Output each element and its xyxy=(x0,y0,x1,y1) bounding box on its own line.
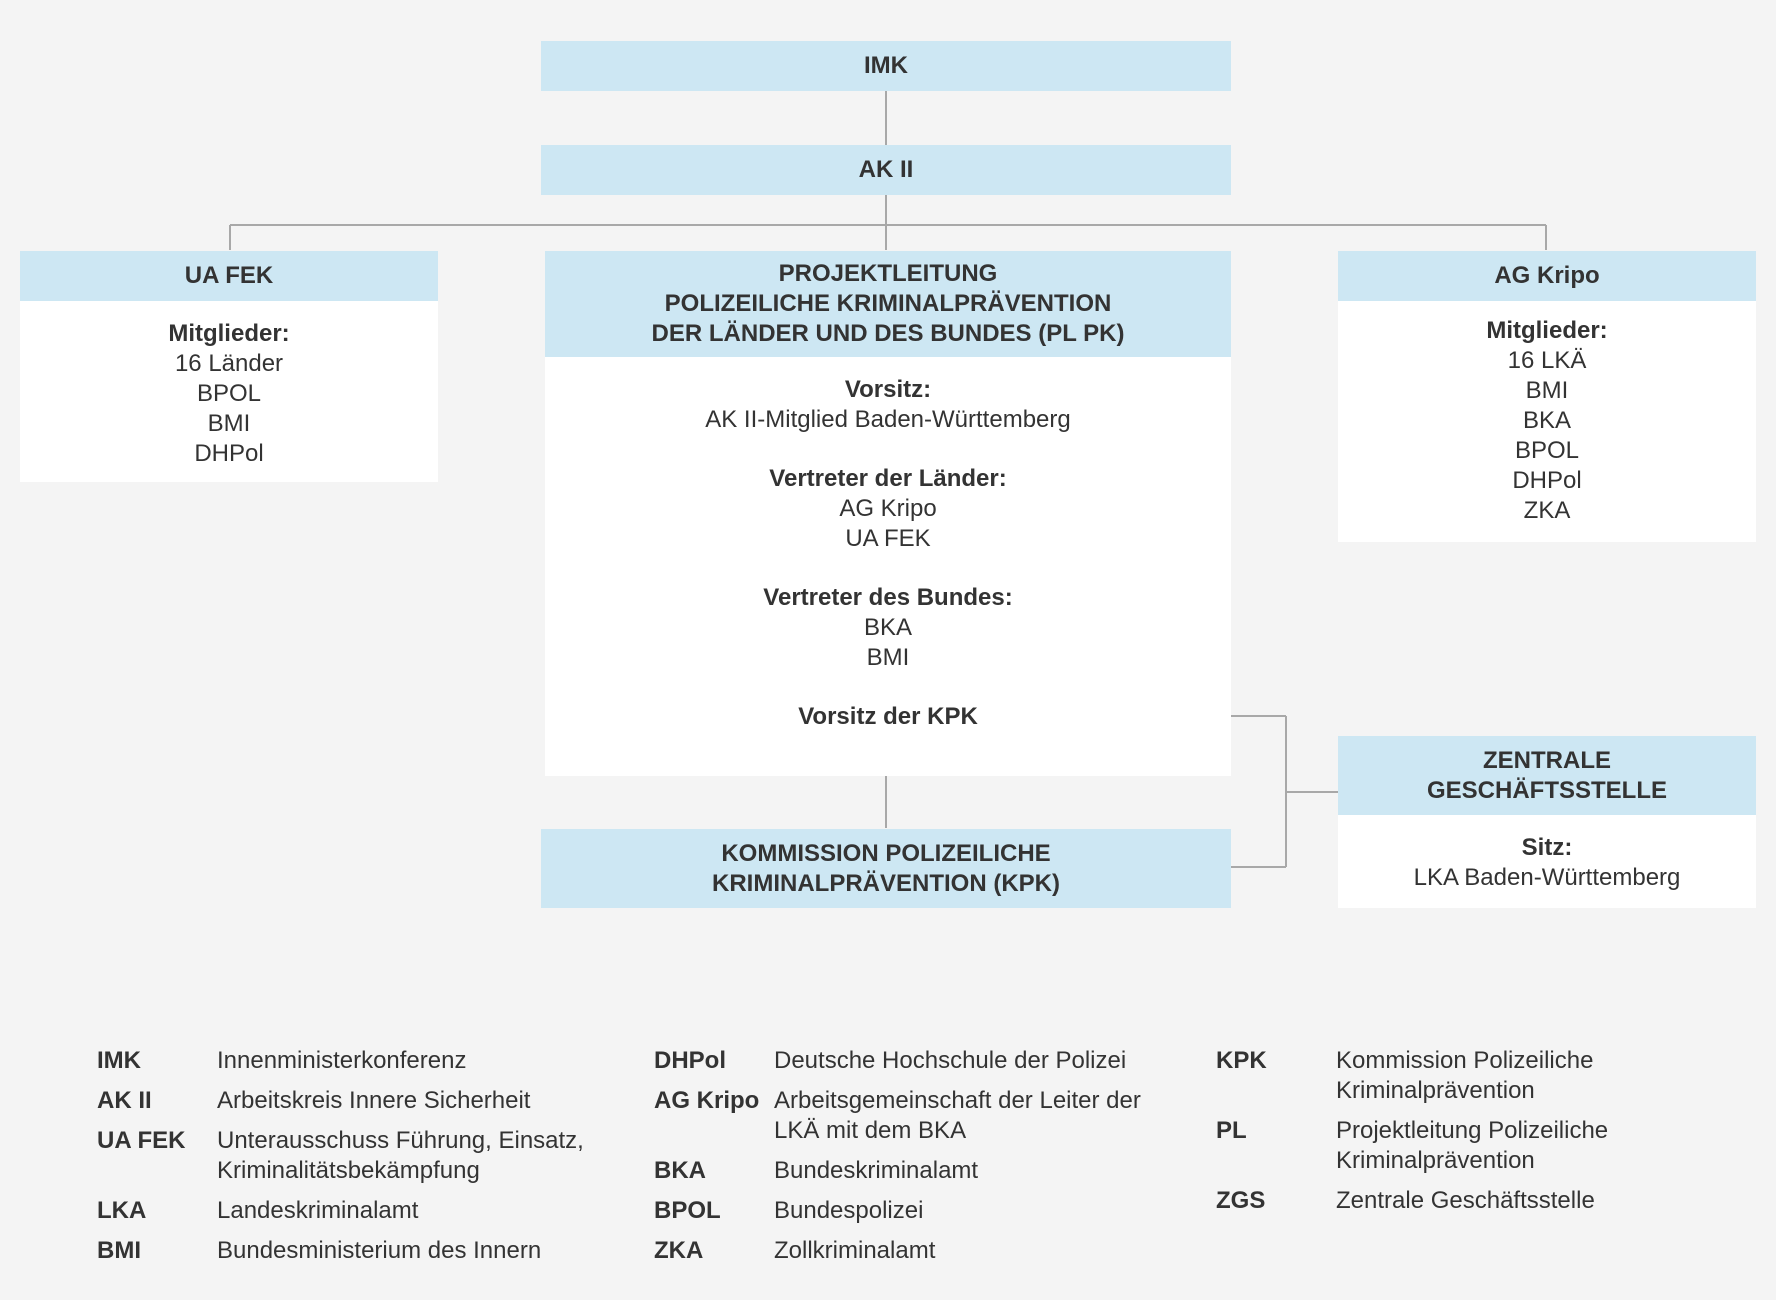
ua-fek-body: Mitglieder: 16 Länder BPOL BMI DHPol xyxy=(20,301,438,469)
legend-def: Arbeitskreis Innere Sicherheit xyxy=(217,1087,531,1114)
legend-def: Unterausschuss Führung, Einsatz,Kriminal… xyxy=(217,1127,584,1184)
ag-kripo-member: 16 LKÄ xyxy=(1507,347,1587,374)
zgs-body: Sitz: LKA Baden-Württemberg xyxy=(1338,815,1756,893)
imk-box: IMK xyxy=(541,41,1231,91)
ua-fek-member: BPOL xyxy=(196,380,262,407)
legend-abbr: AK II xyxy=(97,1087,152,1114)
pl-pk-section-laender: Vertreter der Länder: AG Kripo UA FEK xyxy=(545,464,1231,554)
ag-kripo-member: DHPol xyxy=(1512,467,1582,494)
section-label: Vorsitz der KPK xyxy=(798,703,978,730)
legend-def: Bundesministerium des Innern xyxy=(217,1237,542,1264)
ua-fek-member: DHPol xyxy=(194,440,264,467)
legend-column-2: DHPol Deutsche Hochschule der Polizei AG… xyxy=(654,1046,1154,1276)
legend-abbr: LKA xyxy=(97,1197,147,1224)
section-label: Vertreter des Bundes: xyxy=(763,584,1013,611)
pl-pk-body: Vorsitz: AK II-Mitglied Baden-Württember… xyxy=(545,357,1231,732)
ua-fek-members-label: Mitglieder: xyxy=(168,320,290,347)
zgs-title-line: ZENTRALE xyxy=(1483,746,1611,774)
legend-abbr: BPOL xyxy=(654,1197,721,1224)
section-item: AG Kripo xyxy=(839,495,937,522)
legend-def: Zentrale Geschäftsstelle xyxy=(1336,1187,1595,1214)
ag-kripo-title: AG Kripo xyxy=(1338,251,1756,301)
legend-item: BMI Bundesministerium des Innern xyxy=(97,1236,587,1266)
legend-abbr: ZGS xyxy=(1216,1187,1266,1214)
ag-kripo-member: ZKA xyxy=(1523,497,1571,524)
section-item: AK II-Mitglied Baden-Württemberg xyxy=(705,406,1071,433)
section-item: BMI xyxy=(866,644,910,671)
zgs-title-line: GESCHÄFTSSTELLE xyxy=(1426,776,1667,804)
legend-abbr: PL xyxy=(1216,1117,1247,1144)
legend-item: ZGS Zentrale Geschäftsstelle xyxy=(1216,1186,1716,1216)
legend-abbr: UA FEK xyxy=(97,1127,186,1154)
kpk-title-line: KRIMINALPRÄVENTION (KPK) xyxy=(712,869,1060,897)
pl-pk-title-line: POLIZEILICHE KRIMINALPRÄVENTION xyxy=(664,290,1112,317)
section-item: UA FEK xyxy=(845,525,931,552)
legend-abbr: DHPol xyxy=(654,1047,726,1074)
ag-kripo-member: BPOL xyxy=(1514,437,1580,464)
ag-kripo-body: Mitglieder: 16 LKÄ BMI BKA BPOL DHPol ZK… xyxy=(1338,301,1756,526)
legend-item: BKA Bundeskriminalamt xyxy=(654,1156,1154,1186)
section-label: Vertreter der Länder: xyxy=(769,465,1007,492)
legend-abbr: IMK xyxy=(97,1047,141,1074)
legend-abbr: ZKA xyxy=(654,1237,704,1264)
legend-item: ZKA Zollkriminalamt xyxy=(654,1236,1154,1266)
legend-item: AK II Arbeitskreis Innere Sicherheit xyxy=(97,1086,587,1116)
legend-def: Bundeskriminalamt xyxy=(774,1157,979,1184)
ua-fek-box: UA FEK Mitglieder: 16 Länder BPOL BMI DH… xyxy=(20,251,438,482)
pl-pk-title: PROJEKTLEITUNG POLIZEILICHE KRIMINALPRÄV… xyxy=(545,251,1231,357)
legend-abbr: KPK xyxy=(1216,1047,1267,1074)
zgs-seat-label: Sitz: xyxy=(1521,834,1573,861)
legend-def: Innenministerkonferenz xyxy=(217,1047,467,1074)
kpk-title-line: KOMMISSION POLIZEILICHE xyxy=(721,839,1051,867)
legend-item: UA FEK Unterausschuss Führung, Einsatz,K… xyxy=(97,1126,587,1186)
pl-pk-title-line: PROJEKTLEITUNG xyxy=(778,260,998,287)
zgs-title: ZENTRALE GESCHÄFTSSTELLE xyxy=(1338,736,1756,815)
ua-fek-member: BMI xyxy=(207,410,251,437)
legend-column-1: IMK Innenministerkonferenz AK II Arbeits… xyxy=(97,1046,587,1276)
legend-item: LKA Landeskriminalamt xyxy=(97,1196,587,1226)
pl-pk-box: PROJEKTLEITUNG POLIZEILICHE KRIMINALPRÄV… xyxy=(545,251,1231,776)
legend-item: DHPol Deutsche Hochschule der Polizei xyxy=(654,1046,1154,1076)
kpk-box: KOMMISSION POLIZEILICHE KRIMINALPRÄVENTI… xyxy=(541,829,1231,908)
pl-pk-section-kpk-chair: Vorsitz der KPK xyxy=(545,702,1231,732)
legend-abbr: BMI xyxy=(97,1237,141,1264)
legend-abbr: AG Kripo xyxy=(654,1087,760,1114)
legend-item: IMK Innenministerkonferenz xyxy=(97,1046,587,1076)
imk-title: IMK xyxy=(541,41,1231,91)
ua-fek-title: UA FEK xyxy=(20,251,438,301)
pl-pk-title-line: DER LÄNDER UND DES BUNDES (PL PK) xyxy=(651,320,1125,347)
zgs-seat: LKA Baden-Württemberg xyxy=(1413,864,1681,891)
section-item: BKA xyxy=(863,614,913,641)
legend-item: BPOL Bundespolizei xyxy=(654,1196,1154,1226)
ag-kripo-member: BMI xyxy=(1525,377,1569,404)
pl-pk-section-chair: Vorsitz: AK II-Mitglied Baden-Württember… xyxy=(545,375,1231,435)
ua-fek-member: 16 Länder xyxy=(174,350,284,377)
ag-kripo-box: AG Kripo Mitglieder: 16 LKÄ BMI BKA BPOL… xyxy=(1338,251,1756,542)
pl-pk-section-bund: Vertreter des Bundes: BKA BMI xyxy=(545,583,1231,673)
ag-kripo-member: BKA xyxy=(1522,407,1572,434)
zgs-box: ZENTRALE GESCHÄFTSSTELLE Sitz: LKA Baden… xyxy=(1338,736,1756,908)
ag-kripo-members-label: Mitglieder: xyxy=(1486,317,1608,344)
ak2-box: AK II xyxy=(541,145,1231,195)
section-label: Vorsitz: xyxy=(844,376,932,403)
legend-def: Landeskriminalamt xyxy=(217,1197,419,1224)
legend-def: Deutsche Hochschule der Polizei xyxy=(774,1047,1127,1074)
ak2-title: AK II xyxy=(541,145,1231,195)
kpk-title: KOMMISSION POLIZEILICHE KRIMINALPRÄVENTI… xyxy=(541,829,1231,908)
legend-abbr: BKA xyxy=(654,1157,706,1184)
legend-def: Zollkriminalamt xyxy=(774,1237,936,1264)
legend-item: AG Kripo Arbeitsgemeinschaft der Leiter … xyxy=(654,1086,1154,1146)
legend-def: Bundespolizei xyxy=(774,1197,924,1224)
